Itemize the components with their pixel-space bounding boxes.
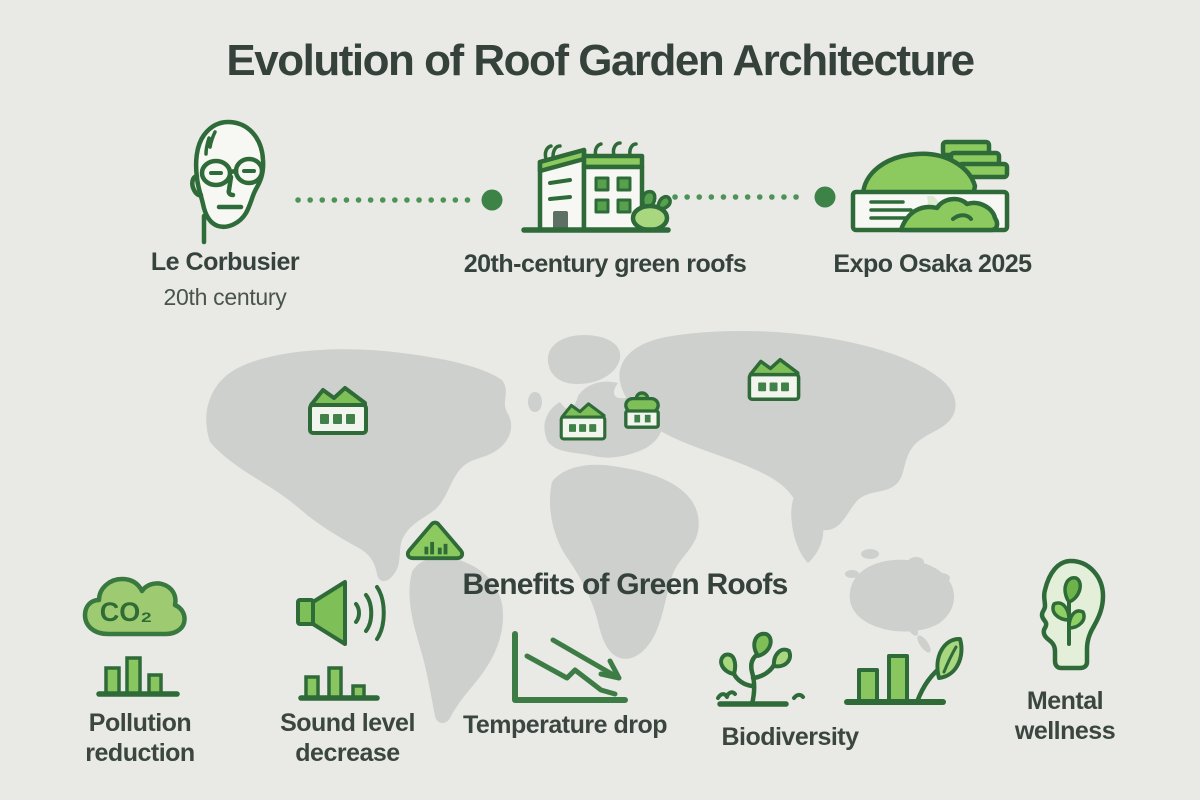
benefit-label-pollution-reduction: Pollution reduction [85,709,195,767]
head-with-plant-icon [1039,558,1106,671]
timeline-label-green-roofs: 20th-century green roofs [463,250,747,278]
plant-sprout-icon [716,631,805,707]
benefit-label-biodiversity: Biodiversity [721,723,859,751]
map-marker-green-roof-building-europe-icon [559,402,607,441]
expo-osaka-pavilion-icon [850,139,1010,233]
map-marker-dome-building-icon [624,391,660,429]
timeline-label-le-corbusier: Le Corbusier [150,248,300,276]
green-roof-buildings-icon [521,141,672,233]
co2-text: CO₂ [100,597,153,627]
timeline-dotted-connector-2 [672,186,836,208]
world-map [206,331,956,724]
growth-bars-with-leaf-icon [844,637,964,705]
page-title: Evolution of Roof Garden Architecture [226,36,975,85]
benefit-label-sound-level-decrease: Sound level decrease [280,709,415,767]
timeline-label-expo-osaka: Expo Osaka 2025 [833,250,1032,278]
sound-bars-icon [298,666,380,701]
benefits-heading: Benefits of Green Roofs [462,568,789,601]
map-marker-green-roof-building-russia-icon [747,357,801,401]
map-marker-green-roof-building-north-america-icon [308,386,368,435]
timeline-sublabel-20th-century: 20th century [163,284,287,310]
co2-cloud-icon: CO₂ [82,576,187,637]
map-marker-green-hill-city-icon [405,520,465,561]
benefit-label-temperature-drop: Temperature drop [462,711,668,739]
falling-line-chart-icon [512,631,628,703]
speaker-icon [296,580,386,646]
benefit-label-mental-wellness: Mental wellness [1014,687,1116,745]
timeline-dotted-connector-1 [295,189,503,211]
le-corbusier-portrait-icon [190,119,266,245]
pollution-bars-icon [96,656,180,697]
